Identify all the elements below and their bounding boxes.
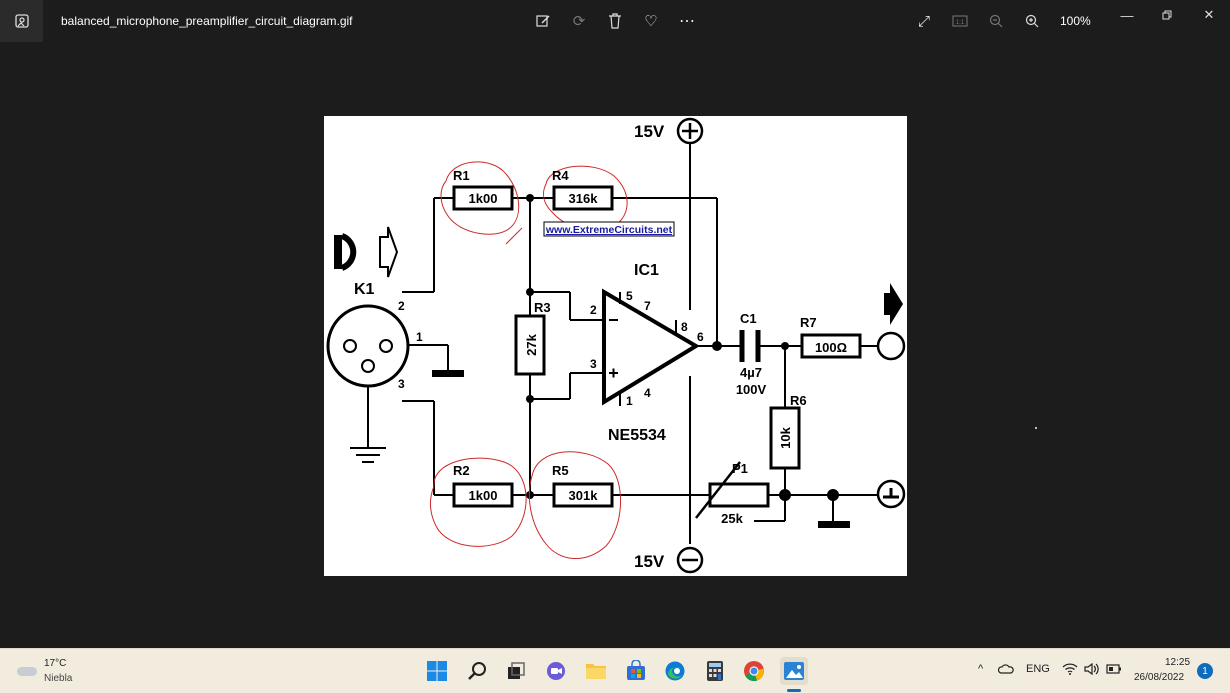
ic-pin-1: 1 — [626, 394, 633, 408]
clock-time[interactable]: 12:25 — [1165, 657, 1191, 668]
ic-name: IC1 — [634, 262, 659, 279]
zoom-level: 100% — [1060, 14, 1091, 28]
chat-icon[interactable] — [542, 657, 570, 685]
stray-pixel — [1035, 427, 1037, 429]
weather-temperature[interactable]: 17°C — [44, 658, 67, 669]
circuit-schematic: www.ExtremeCircuits.net 15V 15V IC1 NE55… — [326, 117, 906, 574]
zoom-out-icon[interactable] — [985, 10, 1007, 32]
r3-ref: R3 — [534, 300, 551, 315]
delete-icon[interactable] — [604, 10, 626, 32]
calculator-icon[interactable] — [701, 657, 729, 685]
k1-pin-1: 1 — [416, 330, 423, 344]
c1-value: 4µ7 — [740, 365, 762, 380]
output-arrow-icon — [884, 283, 903, 325]
r1-value: 1k00 — [469, 191, 498, 206]
volume-icon[interactable] — [1084, 662, 1100, 678]
battery-icon[interactable] — [1106, 663, 1122, 678]
onedrive-icon[interactable] — [997, 663, 1014, 678]
restore-icon[interactable] — [1152, 4, 1182, 26]
ic-pin-7: 7 — [644, 299, 651, 313]
weather-description[interactable]: Niebla — [44, 673, 73, 684]
favorite-icon[interactable]: ♡ — [644, 13, 658, 30]
wifi-icon[interactable] — [1062, 663, 1078, 678]
p1-value: 25k — [721, 511, 743, 526]
fullscreen-icon[interactable]: ⤢ — [917, 12, 930, 30]
r6-ref: R6 — [790, 393, 807, 408]
photos-app-icon[interactable] — [0, 0, 43, 42]
watermark: www.ExtremeCircuits.net — [545, 224, 673, 236]
ic-part: NE5534 — [608, 427, 666, 444]
taskbar: 17°C Niebla ^ ENG 12:25 26/08/2 — [0, 648, 1230, 693]
minimize-icon[interactable]: — — [1120, 7, 1134, 23]
rotate-icon[interactable]: ⟳ — [572, 13, 586, 30]
ic-pin-5: 5 — [626, 289, 633, 303]
ic-pin-4: 4 — [644, 386, 651, 400]
r2-value: 1k00 — [469, 488, 498, 503]
connector-label: K1 — [354, 281, 375, 298]
start-icon[interactable] — [423, 657, 451, 685]
edge-icon[interactable] — [661, 657, 689, 685]
close-icon[interactable]: ✕ — [1203, 7, 1215, 22]
photos-icon[interactable] — [780, 657, 808, 685]
task-view-icon[interactable] — [502, 657, 530, 685]
image-canvas: www.ExtremeCircuits.net 15V 15V IC1 NE55… — [324, 116, 907, 576]
ic-pin-3: 3 — [590, 357, 597, 371]
r5-value: 301k — [569, 488, 599, 503]
ic-pin-8: 8 — [681, 320, 688, 334]
search-icon[interactable] — [463, 657, 491, 685]
microphone-icon — [334, 235, 342, 269]
clock-date[interactable]: 26/08/2022 — [1134, 672, 1185, 683]
active-app-indicator — [787, 689, 801, 692]
r4-value: 316k — [569, 191, 599, 206]
more-icon[interactable]: ⋯ — [679, 13, 695, 30]
r2-ref: R2 — [453, 463, 470, 478]
c1-voltage: 100V — [736, 382, 767, 397]
r7-ref: R7 — [800, 315, 817, 330]
chrome-icon[interactable] — [740, 657, 768, 685]
r1-ref: R1 — [453, 168, 470, 183]
r5-ref: R5 — [552, 463, 569, 478]
c1-ref: C1 — [740, 311, 757, 326]
actual-size-icon[interactable]: 1:1 — [949, 10, 971, 32]
r4-ref: R4 — [552, 168, 569, 183]
ic-pin-2: 2 — [590, 303, 597, 317]
svg-text:1:1: 1:1 — [956, 20, 965, 26]
file-explorer-icon[interactable] — [582, 657, 610, 685]
store-icon[interactable] — [622, 657, 650, 685]
file-title: balanced_microphone_preamplifier_circuit… — [61, 14, 353, 28]
edit-icon[interactable] — [532, 10, 554, 32]
supply-negative-label: 15V — [634, 552, 665, 571]
p1-ref: P1 — [732, 461, 748, 476]
fog-icon[interactable] — [17, 667, 37, 676]
r6-value: 10k — [778, 426, 793, 448]
r7-value: 100Ω — [815, 340, 847, 355]
supply-positive-label: 15V — [634, 122, 665, 141]
input-arrow-icon — [379, 226, 399, 278]
k1-pin-2: 2 — [398, 299, 405, 313]
notification-badge[interactable]: 1 — [1197, 663, 1213, 679]
output-terminal — [876, 331, 906, 361]
language-indicator[interactable]: ENG — [1026, 663, 1050, 675]
title-bar: balanced_microphone_preamplifier_circuit… — [0, 0, 1230, 42]
zoom-in-icon[interactable] — [1021, 10, 1043, 32]
chevron-up-icon[interactable]: ^ — [978, 663, 984, 675]
k1-pin-3: 3 — [398, 377, 405, 391]
r3-value: 27k — [524, 333, 539, 355]
ic-pin-6: 6 — [697, 330, 704, 344]
